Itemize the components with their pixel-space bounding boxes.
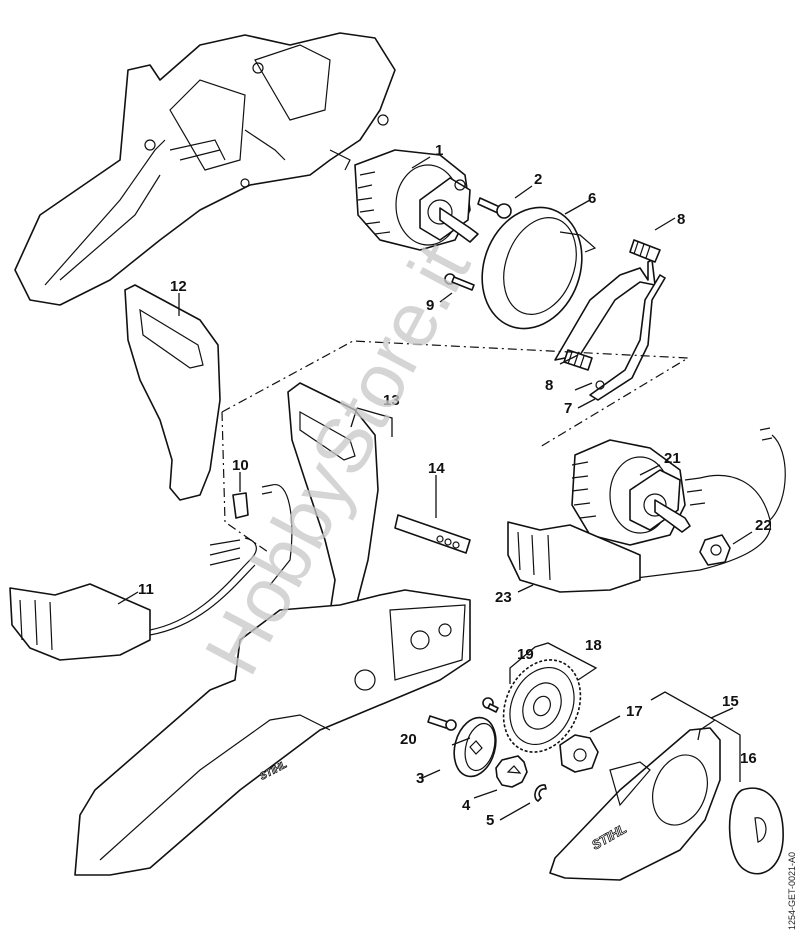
- callout-10: 10: [232, 457, 249, 474]
- set-outline-13: [221, 340, 690, 553]
- callout-13: 13: [383, 392, 400, 409]
- callout-8-top: 8: [677, 211, 685, 228]
- screw-part-2: [477, 197, 512, 219]
- callout-1: 1: [435, 142, 443, 159]
- lower-housing: STIHL: [74, 589, 471, 876]
- callout-12: 12: [170, 278, 187, 295]
- callout-19: 19: [517, 646, 534, 663]
- leader-lines: [117, 156, 753, 821]
- callout-11: 11: [138, 581, 154, 598]
- callout-21: 21: [664, 450, 681, 467]
- knob-part-22: [699, 534, 731, 566]
- callout-16: 16: [740, 750, 757, 767]
- knob-part-17: [559, 734, 599, 773]
- hand-guard-part-12: [124, 284, 221, 501]
- callout-20: 20: [400, 731, 417, 748]
- callout-17: 17: [626, 703, 643, 720]
- drive-flange-part-3: [453, 716, 497, 778]
- spring-part-8-top: [629, 239, 661, 263]
- sprocket-cover-part-15: STIHL: [549, 727, 721, 881]
- spring-part-8-bottom: [563, 349, 593, 371]
- callout-6: 6: [588, 190, 596, 207]
- harness-part-23: [507, 521, 641, 593]
- callout-4: 4: [462, 797, 471, 814]
- callout-18: 18: [585, 637, 602, 654]
- gear-part-18: [502, 659, 582, 753]
- label-part-14: [394, 514, 471, 554]
- callout-8-bottom: 8: [545, 377, 553, 394]
- callout-2: 2: [534, 171, 542, 188]
- callouts: 1 2 3 4 5 6 7 8 8 9 10 11 12 13 14 15 16…: [138, 142, 772, 829]
- callout-7: 7: [564, 400, 572, 417]
- brake-drum-part-6: [481, 206, 597, 330]
- callout-5: 5: [486, 812, 494, 829]
- eclip-part-5: [534, 784, 547, 802]
- callout-14: 14: [428, 460, 445, 477]
- callout-9: 9: [426, 297, 434, 314]
- harness-part-11: [9, 537, 257, 661]
- upper-housing: [14, 32, 396, 306]
- callout-15: 15: [722, 693, 739, 710]
- screw-part-9: [444, 273, 475, 291]
- callout-22: 22: [755, 517, 772, 534]
- tensioner-cover-part-16: [728, 787, 784, 875]
- sprocket-part-4: [495, 755, 528, 788]
- callout-3: 3: [416, 770, 424, 787]
- callout-23: 23: [495, 589, 512, 606]
- screw-part-19: [482, 697, 499, 713]
- micro-switch-part-10: [232, 484, 293, 586]
- motor-part-1: [354, 149, 479, 251]
- brake-lever-part-7: [554, 259, 666, 401]
- screw-part-20: [427, 715, 457, 731]
- drawing-code: 1254-GET-0021-A0: [787, 852, 797, 930]
